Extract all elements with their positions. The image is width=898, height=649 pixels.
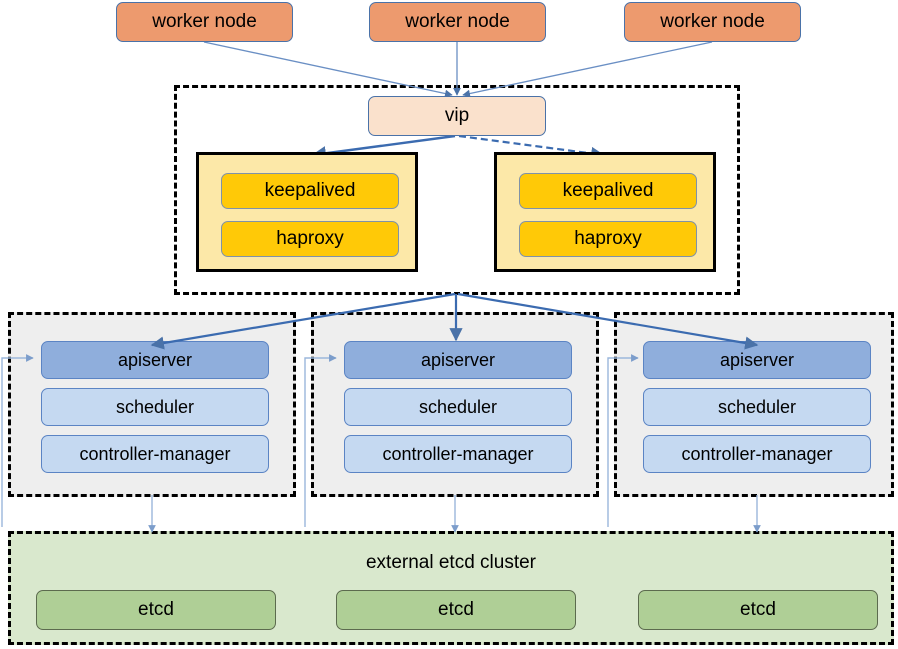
controller-manager-1-label: controller-manager [79, 443, 231, 464]
controller-manager-1[interactable]: controller-manager [41, 435, 269, 473]
controller-manager-2[interactable]: controller-manager [344, 435, 572, 473]
etcd-member-3-label: etcd [740, 599, 776, 620]
worker-node-2-label: worker node [405, 11, 510, 32]
scheduler-2[interactable]: scheduler [344, 388, 572, 426]
scheduler-3[interactable]: scheduler [643, 388, 871, 426]
external-etcd-cluster: external etcd cluster etcd etcd etcd [8, 531, 894, 645]
load-balancer-host-2: keepalived haproxy [494, 152, 716, 272]
worker-node-3[interactable]: worker node [624, 2, 801, 42]
etcd-cluster-title-label: external etcd cluster [365, 552, 537, 573]
worker-node-2[interactable]: worker node [369, 2, 546, 42]
control-plane-node-1: apiserver scheduler controller-manager [8, 312, 296, 497]
haproxy-service-1[interactable]: haproxy [221, 221, 399, 257]
haproxy-service-1-label: haproxy [276, 228, 344, 249]
worker-node-3-label: worker node [660, 11, 765, 32]
worker-node-1-label: worker node [152, 11, 257, 32]
etcd-member-2[interactable]: etcd [336, 590, 576, 630]
etcd-member-3[interactable]: etcd [638, 590, 878, 630]
control-plane-node-2: apiserver scheduler controller-manager [311, 312, 599, 497]
keepalived-service-2-label: keepalived [562, 180, 654, 201]
keepalived-service-1[interactable]: keepalived [221, 173, 399, 209]
controller-manager-3-label: controller-manager [681, 443, 833, 464]
vip-label: vip [444, 105, 470, 126]
worker-node-1[interactable]: worker node [116, 2, 293, 42]
etcd-cluster-title: external etcd cluster [11, 552, 891, 574]
apiserver-3-label: apiserver [719, 349, 795, 370]
haproxy-service-2-label: haproxy [574, 228, 642, 249]
scheduler-1-label: scheduler [115, 396, 195, 417]
scheduler-2-label: scheduler [418, 396, 498, 417]
apiserver-3[interactable]: apiserver [643, 341, 871, 379]
haproxy-service-2[interactable]: haproxy [519, 221, 697, 257]
vip-node[interactable]: vip [368, 96, 546, 136]
controller-manager-3[interactable]: controller-manager [643, 435, 871, 473]
control-plane-node-3: apiserver scheduler controller-manager [614, 312, 894, 497]
scheduler-1[interactable]: scheduler [41, 388, 269, 426]
etcd-member-1[interactable]: etcd [36, 590, 276, 630]
scheduler-3-label: scheduler [717, 396, 797, 417]
etcd-member-2-label: etcd [438, 599, 474, 620]
edge-apiservers-to-etcd [148, 495, 761, 533]
keepalived-service-2[interactable]: keepalived [519, 173, 697, 209]
keepalived-service-1-label: keepalived [264, 180, 356, 201]
apiserver-1-label: apiserver [117, 349, 193, 370]
controller-manager-2-label: controller-manager [382, 443, 534, 464]
apiserver-2-label: apiserver [420, 349, 496, 370]
apiserver-1[interactable]: apiserver [41, 341, 269, 379]
apiserver-2[interactable]: apiserver [344, 341, 572, 379]
etcd-member-1-label: etcd [138, 599, 174, 620]
load-balancer-host-1: keepalived haproxy [196, 152, 418, 272]
